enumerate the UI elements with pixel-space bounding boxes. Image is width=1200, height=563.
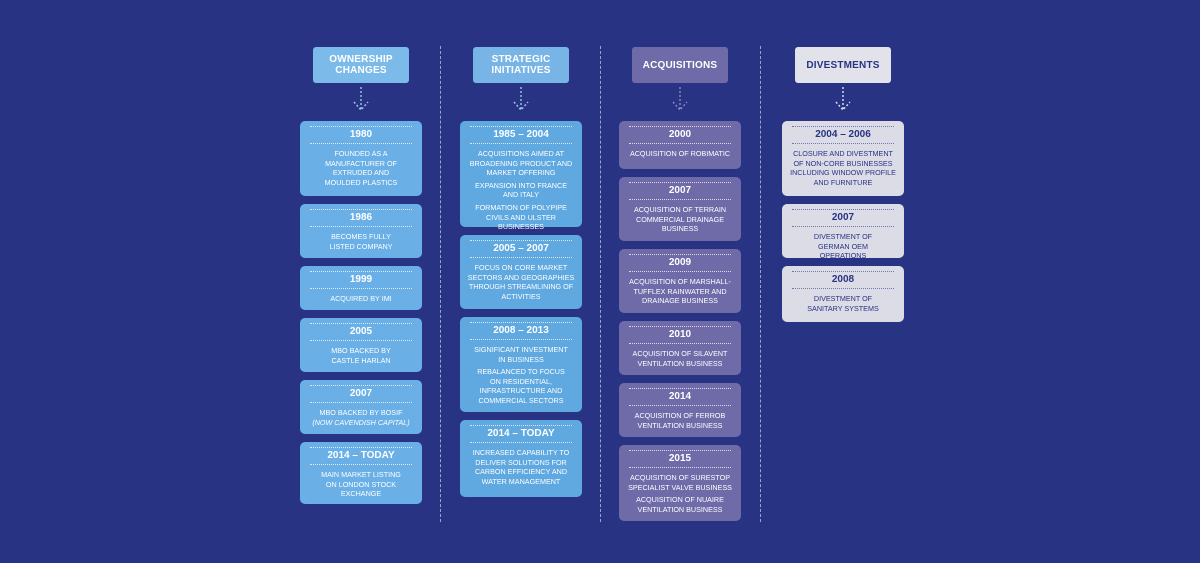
timeline-card: 2008 DIVESTMENT OF SANITARY SYSTEMS (782, 266, 904, 322)
divestments-header: DIVESTMENTS (795, 47, 891, 83)
timeline-card: 2005 – 2007 FOCUS ON CORE MARKET SECTORS… (460, 235, 582, 309)
acquisitions-header: ACQUISITIONS (632, 47, 728, 83)
card-year: 2004 – 2006 (792, 126, 894, 144)
timeline-card: 2014 – TODAY MAIN MARKET LISTING ON LOND… (300, 442, 422, 504)
timeline-card: 2007 ACQUISITION OF TERRAIN COMMERCIAL D… (619, 177, 741, 241)
timeline-card: 1999 ACQUIRED BY IMI (300, 266, 422, 310)
card-year: 1980 (310, 126, 412, 144)
divestments-column: DIVESTMENTS 2004 – 2006 CLOSURE AND DIVE… (782, 0, 904, 563)
timeline-card: 2000 ACQUISITION OF ROBIMATIC (619, 121, 741, 169)
timeline-card: 2015 ACQUISITION OF SURESTOP SPECIALIST … (619, 445, 741, 521)
card-text: ACQUIRED BY IMI (330, 294, 392, 303)
down-arrow-icon (513, 87, 529, 112)
card-text: ACQUISITION OF SILAVENT VENTILATION BUSI… (632, 349, 728, 368)
card-text: ACQUISITION OF ROBIMATIC (629, 149, 731, 158)
card-text: EXPANSION INTO FRANCE AND ITALY (475, 180, 567, 200)
card-text: MAIN MARKET LISTING ON LONDON STOCK EXCH… (321, 470, 401, 499)
card-text: FOCUS ON CORE MARKET SECTORS AND GEOGRAP… (467, 263, 575, 301)
card-year: 2014 – TODAY (310, 447, 412, 465)
column-divider (600, 46, 601, 522)
timeline-card: 2014 ACQUISITION OF FERROB VENTILATION B… (619, 383, 741, 437)
card-year: 2005 – 2007 (470, 240, 572, 258)
timeline-card: 2007 DIVESTMENT OF GERMAN OEM OPERATIONS (782, 204, 904, 261)
card-text: ACQUISITION OF NUAIRE VENTILATION BUSINE… (636, 495, 724, 514)
card-year: 2008 (792, 271, 894, 289)
card-year: 2007 (792, 209, 894, 227)
card-text: MBO BACKED BY CASTLE HARLAN (331, 346, 391, 365)
card-text: REBALANCED TO FOCUS ON RESIDENTIAL, INFR… (477, 367, 565, 405)
timeline-card: 2014 – TODAY INCREASED CAPABILITY TO DEL… (460, 420, 582, 497)
acquisitions-column: ACQUISITIONS 2000 ACQUISITION OF ROBIMAT… (619, 0, 741, 563)
card-text: MBO BACKED BY BOSIF (NOW CAVENDISH CAPIT… (312, 408, 410, 427)
card-text: ACQUISITION OF FERROB VENTILATION BUSINE… (634, 411, 726, 430)
card-text: ACQUISITION OF TERRAIN COMMERCIAL DRAINA… (633, 205, 727, 234)
timeline-card: 1985 – 2004 ACQUISITIONS AIMED AT BROADE… (460, 121, 582, 231)
card-text: BECOMES FULLY LISTED COMPANY (329, 232, 393, 251)
card-text: CLOSURE AND DIVESTMENT OF NON-CORE BUSIN… (790, 149, 896, 187)
card-text: ACQUISITIONS AIMED AT BROADENING PRODUCT… (469, 149, 573, 178)
timeline-card: 1980 FOUNDED AS A MANUFACTURER OF EXTRUD… (300, 121, 422, 196)
timeline-card: 2010 ACQUISITION OF SILAVENT VENTILATION… (619, 321, 741, 375)
timeline-card: 2005 MBO BACKED BY CASTLE HARLAN (300, 318, 422, 372)
down-arrow-icon (835, 87, 851, 112)
card-text: DIVESTMENT OF SANITARY SYSTEMS (807, 294, 879, 313)
timeline-card: 1986 BECOMES FULLY LISTED COMPANY (300, 204, 422, 258)
card-text: FOUNDED AS A MANUFACTURER OF EXTRUDED AN… (324, 149, 398, 187)
card-year: 1999 (310, 271, 412, 289)
card-year: 2008 – 2013 (470, 322, 572, 340)
card-text: ACQUISITION OF SURESTOP SPECIALIST VALVE… (628, 473, 732, 492)
card-year: 2014 – TODAY (470, 425, 572, 443)
card-year: 2000 (629, 126, 731, 144)
column-divider (760, 46, 761, 522)
timeline-card: 2009 ACQUISITION OF MARSHALL-TUFFLEX RAI… (619, 249, 741, 313)
card-text: ACQUISITION OF MARSHALL-TUFFLEX RAINWATE… (629, 277, 731, 306)
card-year: 2015 (629, 450, 731, 468)
card-text: FORMATION OF POLYPIPE CIVILS AND ULSTER … (475, 202, 567, 232)
card-year: 2007 (629, 182, 731, 200)
timeline-card: 2008 – 2013 SIGNIFICANT INVESTMENT IN BU… (460, 317, 582, 412)
card-year: 1986 (310, 209, 412, 227)
card-text: SIGNIFICANT INVESTMENT IN BUSINESS (474, 345, 568, 364)
card-text: DIVESTMENT OF GERMAN OEM OPERATIONS (813, 232, 873, 261)
card-year: 2014 (629, 388, 731, 406)
down-arrow-icon (672, 87, 688, 112)
column-divider (440, 46, 441, 522)
card-year: 2007 (310, 385, 412, 403)
card-year: 1985 – 2004 (470, 126, 572, 144)
card-year: 2005 (310, 323, 412, 341)
card-year: 2010 (629, 326, 731, 344)
down-arrow-icon (353, 87, 369, 112)
timeline-card: 2004 – 2006 CLOSURE AND DIVESTMENT OF NO… (782, 121, 904, 196)
card-year: 2009 (629, 254, 731, 272)
timeline-card: 2007 MBO BACKED BY BOSIF (NOW CAVENDISH … (300, 380, 422, 434)
card-text: INCREASED CAPABILITY TO DELIVER SOLUTION… (472, 448, 570, 486)
